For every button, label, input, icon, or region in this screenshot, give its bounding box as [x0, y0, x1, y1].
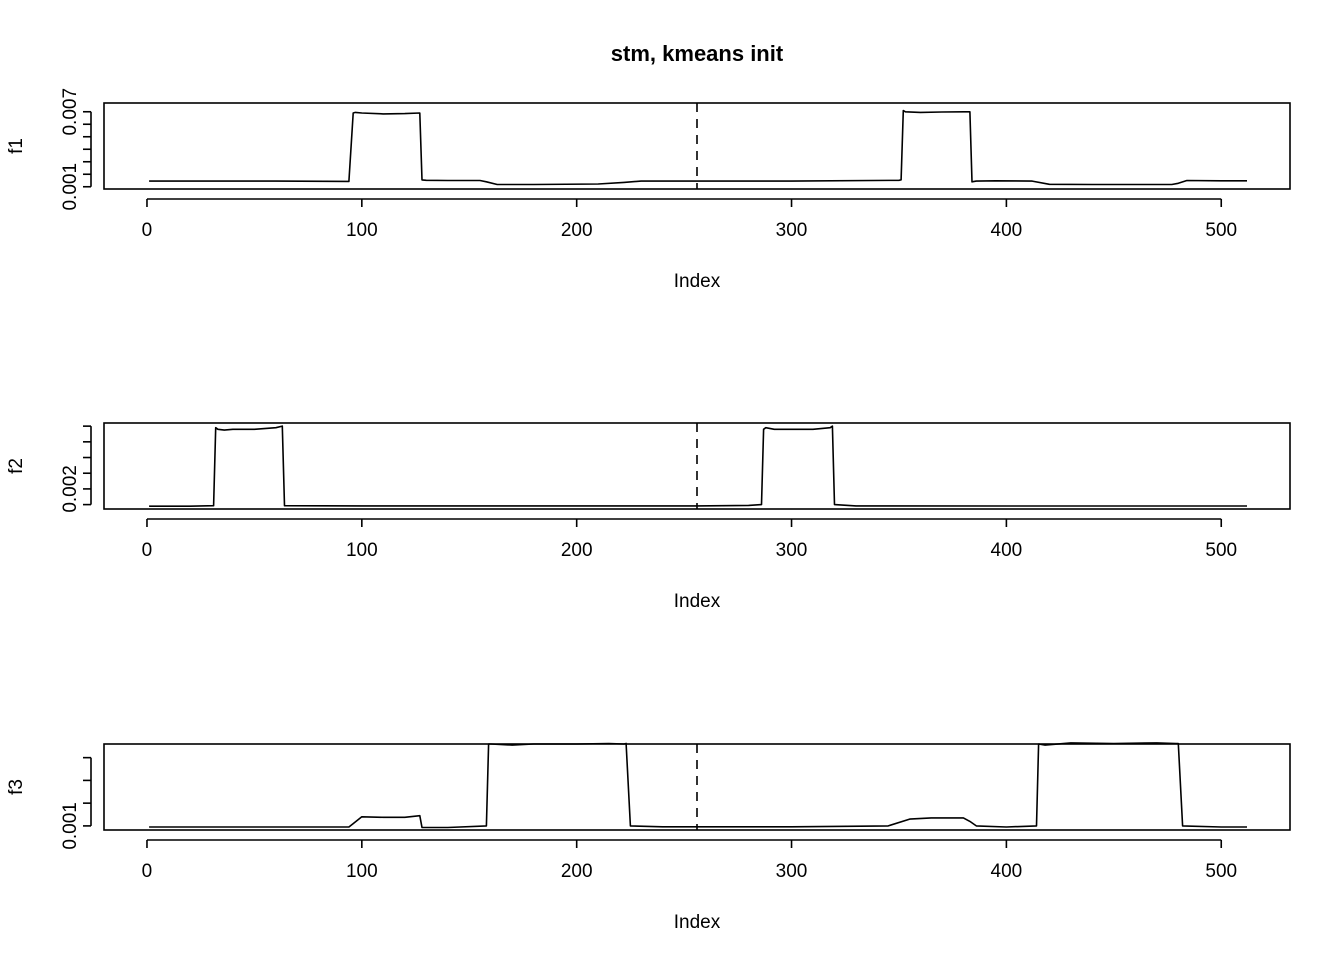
- y-axis-label: f1: [6, 138, 27, 154]
- y-tick-label: 0.007: [60, 88, 81, 136]
- x-tick-label: 100: [346, 861, 378, 882]
- x-tick-label: 300: [776, 220, 808, 241]
- x-tick-label: 0: [142, 540, 153, 561]
- y-tick-label: 0.002: [60, 465, 81, 513]
- x-tick-label: 300: [776, 540, 808, 561]
- series-line: [149, 425, 1247, 507]
- x-tick-label: 400: [991, 861, 1023, 882]
- series-line: [149, 742, 1247, 829]
- x-tick-label: 500: [1205, 861, 1237, 882]
- x-tick-label: 200: [561, 220, 593, 241]
- chart-title: stm, kmeans init: [611, 41, 784, 66]
- x-tick-label: 100: [346, 540, 378, 561]
- x-axis-label: Index: [674, 271, 721, 292]
- x-tick-label: 400: [991, 220, 1023, 241]
- y-axis-label: f3: [6, 779, 27, 795]
- x-tick-label: 0: [142, 220, 153, 241]
- x-axis-label: Index: [674, 912, 721, 933]
- x-tick-label: 500: [1205, 540, 1237, 561]
- x-tick-label: 200: [561, 540, 593, 561]
- y-tick-label: 0.001: [60, 163, 81, 211]
- x-tick-label: 200: [561, 861, 593, 882]
- x-tick-label: 500: [1205, 220, 1237, 241]
- x-axis-label: Index: [674, 591, 721, 612]
- y-tick-label: 0.001: [60, 802, 81, 850]
- x-tick-label: 100: [346, 220, 378, 241]
- x-tick-label: 0: [142, 861, 153, 882]
- plot-frame: [103, 743, 1291, 831]
- y-axis-label: f2: [6, 458, 27, 474]
- x-tick-label: 300: [776, 861, 808, 882]
- plot-frame: [103, 102, 1291, 190]
- series-line: [149, 109, 1247, 186]
- x-tick-label: 400: [991, 540, 1023, 561]
